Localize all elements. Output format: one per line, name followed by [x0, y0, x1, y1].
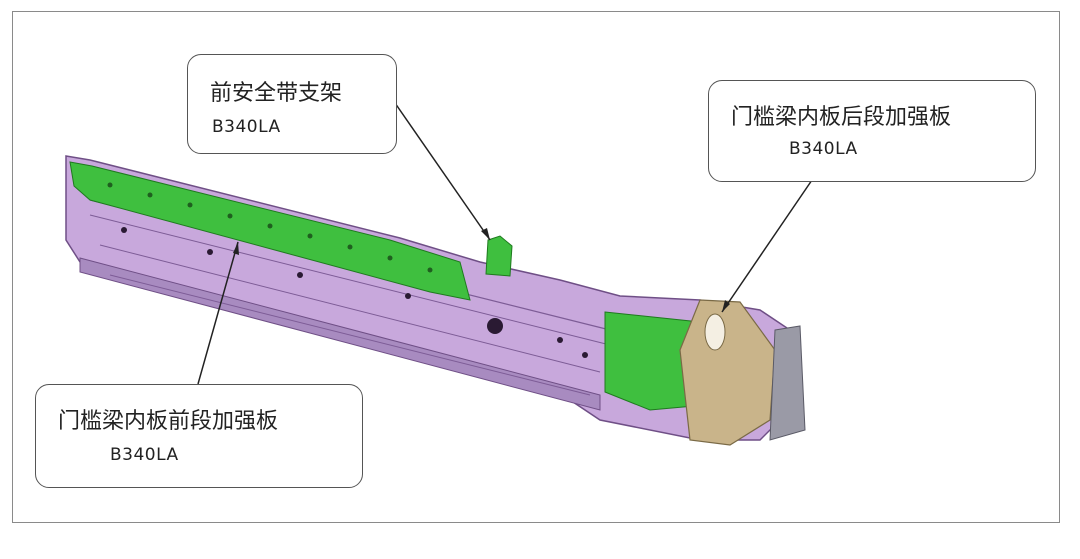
rear-end-block	[769, 325, 806, 441]
callout-code: B340LA	[212, 117, 281, 137]
arrowhead-front	[233, 242, 239, 255]
callout-title: 前安全带支架	[210, 81, 343, 106]
callout-front-reinforcement: 门槛梁内板前段加强板 B340LA	[35, 384, 363, 488]
callout-front-seatbelt-bracket: 前安全带支架 B340LA	[187, 54, 397, 154]
callout-code: B340LA	[110, 445, 179, 465]
callout-rear-reinforcement: 门槛梁内板后段加强板 B340LA	[708, 80, 1036, 182]
front-reinforcement-holes	[107, 182, 433, 273]
callout-code: B340LA	[789, 139, 858, 159]
arrowhead-rear	[722, 300, 730, 312]
callout-title: 门槛梁内板前段加强板	[58, 409, 279, 434]
front-reinforcement-plate	[69, 161, 471, 301]
sill-holes	[121, 227, 588, 358]
callout-title: 门槛梁内板后段加强板	[731, 105, 952, 130]
rear-reinforcement-plate	[679, 299, 776, 446]
seatbelt-bracket-part	[485, 235, 513, 277]
leader-line-rear	[721, 179, 813, 313]
arrowhead-bracket	[481, 228, 490, 240]
leader-line-bracket	[394, 102, 491, 241]
leader-line-front	[197, 241, 239, 385]
rear-green-section	[604, 311, 706, 411]
